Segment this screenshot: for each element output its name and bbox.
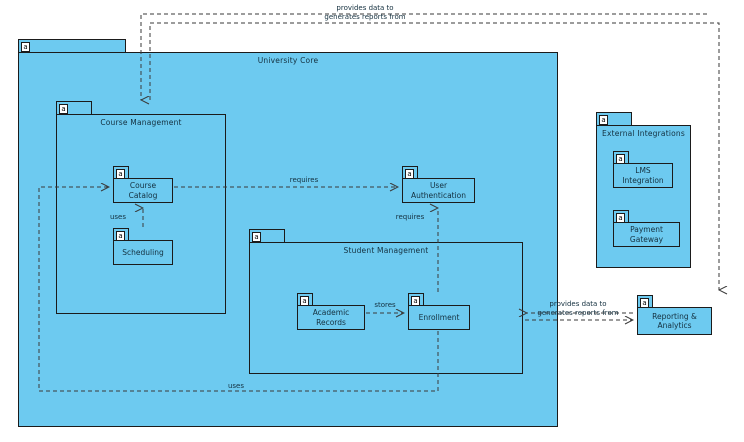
component-tab: a	[613, 210, 629, 223]
stereotype-a-icon: a	[116, 168, 125, 179]
package-title-external-integrations: External Integrations	[602, 129, 685, 138]
component-label-scheduling: Scheduling	[122, 247, 164, 257]
component-body: User Authentication	[402, 178, 475, 203]
component-label-user-authentication: User Authentication	[410, 181, 467, 200]
edge-label-requires-enrollment: requires	[395, 213, 425, 221]
component-label-enrollment: Enrollment	[418, 312, 460, 322]
stereotype-a-icon: a	[252, 231, 261, 242]
package-title-course-management: Course Management	[100, 118, 182, 127]
component-label-course-catalog: Course Catalog	[128, 181, 158, 200]
package-tab-university-core: a	[18, 39, 126, 53]
stereotype-a-icon: a	[405, 168, 414, 179]
stereotype-a-icon: a	[21, 41, 30, 52]
component-tab: a	[613, 151, 629, 164]
component-label-academic-records: Academic Records	[312, 308, 350, 327]
stereotype-a-icon: a	[616, 153, 625, 164]
package-title-student-management: Student Management	[343, 246, 429, 255]
component-scheduling[interactable]: a Scheduling	[113, 228, 173, 265]
edge-label-right-generates: generates reports from	[537, 309, 619, 317]
edge-label-requires-catalog: requires	[289, 176, 319, 184]
edge-label-uses-enrollment: uses	[227, 382, 245, 390]
component-body: Enrollment	[408, 305, 470, 330]
edge-label-top-provides: provides data to	[336, 4, 394, 12]
component-course-catalog[interactable]: a Course Catalog	[113, 166, 173, 203]
component-body: Reporting & Analytics	[637, 307, 712, 335]
component-user-authentication[interactable]: a User Authentication	[402, 166, 475, 203]
component-tab: a	[408, 293, 424, 306]
stereotype-a-icon: a	[59, 103, 68, 114]
edge-label-top-generates: generates reports from	[324, 13, 406, 21]
component-label-reporting-analytics: Reporting & Analytics	[652, 311, 697, 330]
component-tab: a	[113, 166, 129, 179]
component-tab: a	[402, 166, 418, 179]
component-lms-integration[interactable]: a LMS Integration	[613, 151, 673, 188]
component-tab: a	[113, 228, 129, 241]
stereotype-a-icon: a	[599, 114, 608, 125]
package-tab-external-integrations: a	[596, 112, 632, 126]
stereotype-a-icon: a	[616, 212, 625, 223]
edge-label-stores: stores	[374, 301, 396, 309]
package-title-university-core: University Core	[257, 56, 319, 65]
package-tab-course-management: a	[56, 101, 92, 115]
component-body: Payment Gateway	[613, 222, 680, 247]
stereotype-a-icon: a	[640, 297, 649, 308]
component-tab: a	[637, 295, 653, 308]
component-body: LMS Integration	[613, 163, 673, 188]
edge-label-uses-scheduling: uses	[109, 213, 127, 221]
component-reporting-analytics[interactable]: a Reporting & Analytics	[637, 295, 712, 335]
edge-label-right-provides: provides data to	[549, 300, 607, 308]
component-tab: a	[297, 293, 313, 306]
package-body-course-management: Course Management	[56, 114, 226, 314]
component-payment-gateway[interactable]: a Payment Gateway	[613, 210, 680, 247]
component-body: Scheduling	[113, 240, 173, 265]
package-tab-student-management: a	[249, 229, 285, 243]
component-body: Course Catalog	[113, 178, 173, 203]
stereotype-a-icon: a	[300, 295, 309, 306]
component-body: Academic Records	[297, 305, 365, 330]
stereotype-a-icon: a	[411, 295, 420, 306]
component-academic-records[interactable]: a Academic Records	[297, 293, 365, 330]
stereotype-a-icon: a	[116, 230, 125, 241]
component-enrollment[interactable]: a Enrollment	[408, 293, 470, 330]
component-label-lms-integration: LMS Integration	[622, 166, 664, 185]
component-label-payment-gateway: Payment Gateway	[629, 225, 664, 244]
